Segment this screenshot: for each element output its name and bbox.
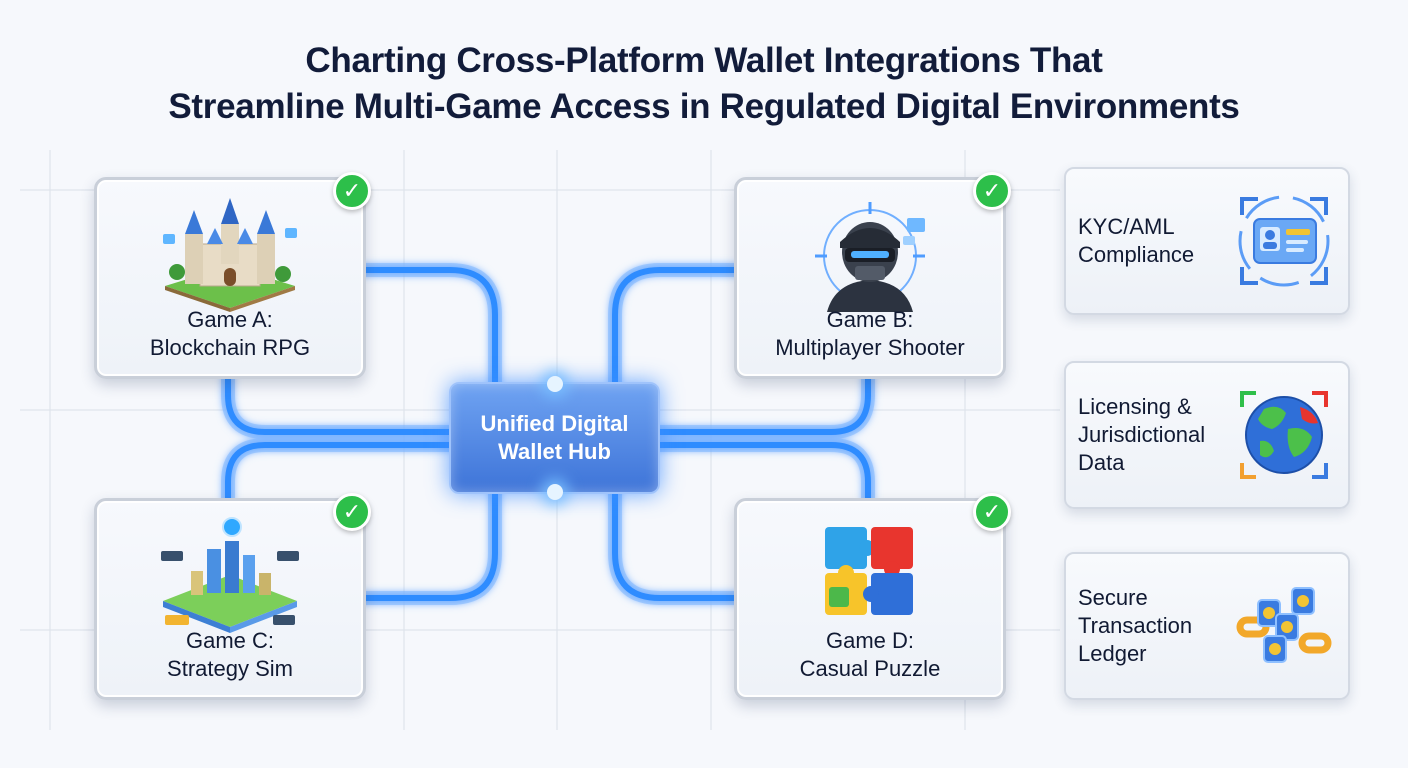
hub-glow-top <box>546 376 563 392</box>
hub-glow-bottom <box>546 484 563 500</box>
check-icon: ✓ <box>973 172 1011 210</box>
game-label: Game D: Casual Puzzle <box>799 628 941 681</box>
puzzle-pieces-icon <box>825 527 913 615</box>
game-label: Game B: Multiplayer Shooter <box>775 307 965 360</box>
check-icon: ✓ <box>973 493 1011 531</box>
game-card-casual-puzzle[interactable]: Game D: Casual Puzzle ✓ <box>734 493 1011 700</box>
hub-label-line1: Unified Digital <box>480 411 629 436</box>
wallet-hub[interactable]: Unified Digital Wallet Hub <box>449 376 660 500</box>
castle-icon <box>163 198 297 312</box>
chain-ledger-icon <box>1236 587 1332 663</box>
game-card-strategy-sim[interactable]: Game C: Strategy Sim ✓ <box>94 493 371 700</box>
hub-label-line2: Wallet Hub <box>498 439 611 464</box>
info-label: Licensing & Jurisdictional Data <box>1078 394 1206 475</box>
info-card-licensing[interactable]: Licensing & Jurisdictional Data <box>1064 361 1350 509</box>
game-label: Game A: Blockchain RPG <box>149 307 311 360</box>
info-card-transaction-ledger[interactable]: Secure Transaction Ledger <box>1064 552 1350 700</box>
check-icon: ✓ <box>333 172 371 210</box>
game-card-multiplayer-shooter[interactable]: Game B: Multiplayer Shooter ✓ <box>734 172 1011 379</box>
info-label: KYC/AML Compliance <box>1078 214 1195 267</box>
game-card-blockchain-rpg[interactable]: Game A: Blockchain RPG ✓ <box>94 172 371 379</box>
game-label: Game C: Strategy Sim <box>167 628 293 681</box>
check-icon: ✓ <box>333 493 371 531</box>
id-card-icon <box>1238 195 1330 287</box>
info-card-kyc-aml[interactable]: KYC/AML Compliance <box>1064 167 1350 315</box>
info-label: Secure Transaction Ledger <box>1078 585 1193 666</box>
globe-icon <box>1240 391 1328 479</box>
city-map-icon <box>161 517 299 633</box>
page-title: Charting Cross-Platform Wallet Integrati… <box>168 41 1240 126</box>
soldier-helmet-icon <box>815 202 925 312</box>
